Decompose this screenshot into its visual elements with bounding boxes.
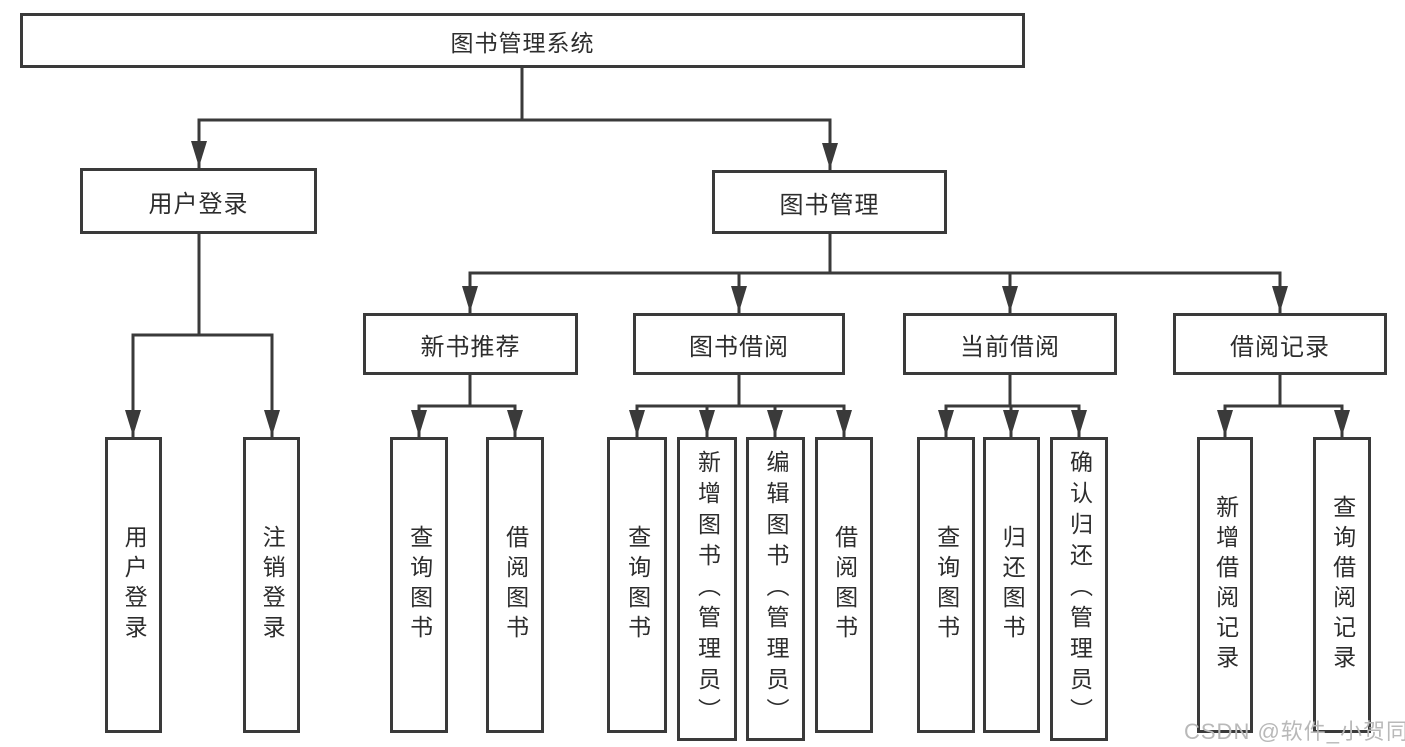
node-book-borrowing: 图书借阅 (633, 313, 845, 375)
node-leaf-borrow-books-recommend: 借阅图书 (486, 437, 544, 733)
node-leaf-query-books-current: 查询图书 (917, 437, 975, 733)
node-user-login: 用户登录 (80, 168, 317, 234)
node-leaf-query-books-recommend: 查询图书 (390, 437, 448, 733)
node-new-book-recommend: 新书推荐 (363, 313, 578, 375)
node-leaf-edit-books-admin: 编辑图书（管理员） (746, 437, 805, 741)
node-leaf-logout: 注销登录 (243, 437, 300, 733)
node-book-management: 图书管理 (712, 170, 947, 234)
node-leaf-return-books: 归还图书 (983, 437, 1040, 733)
node-leaf-query-books-borrowing: 查询图书 (607, 437, 667, 733)
node-borrowing-records: 借阅记录 (1173, 313, 1387, 375)
node-leaf-borrow-books: 借阅图书 (815, 437, 873, 733)
node-leaf-query-borrow-record: 查询借阅记录 (1313, 437, 1371, 733)
node-current-borrowing: 当前借阅 (903, 313, 1117, 375)
node-leaf-user-login: 用户登录 (105, 437, 162, 733)
node-leaf-add-borrow-record: 新增借阅记录 (1197, 437, 1253, 733)
node-library-system: 图书管理系统 (20, 13, 1025, 68)
node-leaf-confirm-return-admin: 确认归还（管理员） (1050, 437, 1108, 741)
watermark: CSDN @软件_小贺同学 (1184, 719, 1405, 744)
node-leaf-add-books-admin: 新增图书（管理员） (677, 437, 737, 741)
